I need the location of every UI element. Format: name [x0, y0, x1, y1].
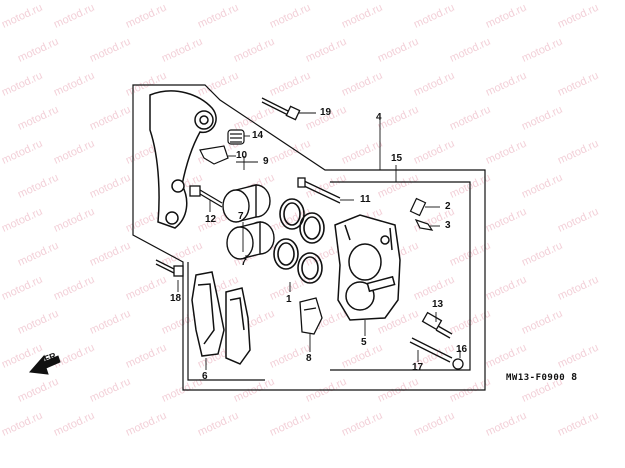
- assembly-frame: [132, 84, 486, 391]
- callout-4: 4: [376, 112, 382, 123]
- diagram-code-suffix: 8: [571, 372, 578, 383]
- diagram-code: MW13-F0900 8: [506, 372, 578, 383]
- clip-10: [199, 145, 229, 165]
- callout-10: 10: [236, 150, 248, 161]
- callout-7-upper: 7: [238, 211, 244, 222]
- callout-9: 9: [263, 156, 269, 167]
- piston-lower: [226, 221, 275, 260]
- callout-1: 1: [286, 294, 292, 305]
- callout-12: 12: [205, 214, 217, 225]
- caliper-body: [334, 214, 401, 321]
- callout-19: 19: [320, 107, 332, 118]
- callout-15: 15: [391, 153, 403, 164]
- bolt-18: [155, 259, 184, 277]
- leader-lines: [177, 112, 461, 370]
- pad-spring: [299, 297, 323, 335]
- bleed-screw: [409, 197, 434, 231]
- callout-11: 11: [360, 194, 371, 205]
- diagram-code-text: MW13-F0900: [506, 373, 566, 383]
- bolt-12: [189, 185, 223, 208]
- callout-5: 5: [361, 337, 367, 348]
- callout-6: 6: [202, 371, 208, 382]
- caliper-frame: [330, 181, 471, 371]
- callout-7-lower: 7: [241, 257, 247, 268]
- seal-rings: [273, 198, 325, 284]
- direction-arrow-icon: [28, 354, 61, 375]
- pad-frame: [187, 262, 265, 381]
- brake-pads: [191, 271, 251, 365]
- bolt-19: [261, 97, 301, 121]
- nut-16: [452, 358, 464, 370]
- callout-2: 2: [445, 201, 451, 212]
- pin-13: [421, 311, 453, 339]
- callout-8: 8: [306, 353, 312, 364]
- boot-14: [227, 129, 245, 145]
- callout-17: 17: [412, 362, 424, 373]
- bolt-17: [409, 337, 453, 363]
- callout-14: 14: [252, 130, 264, 141]
- callout-13: 13: [432, 299, 444, 310]
- caliper-bracket: [149, 90, 217, 229]
- callout-16: 16: [456, 344, 468, 355]
- callout-18: 18: [170, 293, 182, 304]
- piston-upper: [222, 184, 271, 223]
- callout-3: 3: [445, 220, 451, 231]
- pin-11: [297, 177, 341, 204]
